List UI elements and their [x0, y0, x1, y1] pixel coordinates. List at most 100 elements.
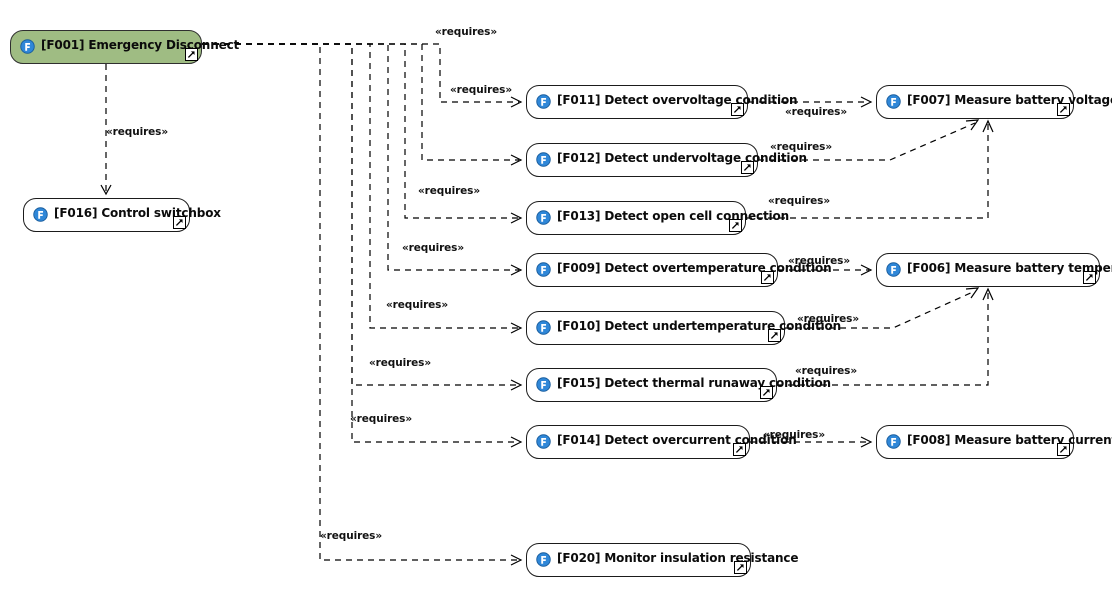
edge-line [777, 292, 989, 386]
function-f-icon [536, 376, 551, 392]
function-f-icon [886, 93, 901, 109]
function-f-icon [886, 433, 901, 449]
function-f-icon [536, 151, 551, 167]
edges-group: «requires»«requires»«requires»«requires»… [100, 26, 994, 566]
edge-arrowhead-icon [860, 96, 873, 108]
edge-arrowhead-icon [100, 184, 112, 196]
edge-f009-to-f006[interactable]: «requires» [778, 255, 873, 276]
edge-f001-to-f011[interactable]: «requires» [202, 26, 523, 108]
node-label: [F015] Detect thermal runaway condition [557, 376, 831, 390]
node-f006[interactable]: [F006] Measure battery temperature [876, 253, 1112, 287]
node-f020[interactable]: [F020] Monitor insulation resistance [526, 543, 799, 577]
edge-arrowhead-icon [965, 287, 980, 299]
edge-arrowhead-icon [510, 379, 523, 391]
edge-f013-to-f007[interactable]: «requires» [746, 119, 994, 219]
edge-f001-to-f014[interactable]: «requires» [202, 43, 523, 448]
function-f-icon [536, 93, 551, 109]
node-label: [F014] Detect overcurrent condition [557, 433, 797, 447]
edge-line [202, 43, 519, 443]
external-link-icon[interactable] [760, 386, 773, 399]
edge-stereotype-label: «requires» [788, 255, 850, 267]
edge-arrowhead-icon [860, 436, 873, 448]
edge-arrowhead-icon [510, 436, 523, 448]
node-label: [F008] Measure battery current [907, 433, 1112, 447]
function-f-icon [33, 206, 48, 222]
node-label: [F012] Detect undervoltage condition [557, 151, 807, 165]
function-f-icon [536, 209, 551, 225]
node-label: [F007] Measure battery voltage [907, 93, 1112, 107]
edge-arrowhead-icon [982, 119, 994, 133]
edge-f001-to-f020[interactable]: «requires» [202, 43, 523, 566]
edge-stereotype-label: «requires» [106, 126, 168, 138]
edge-stereotype-label: «requires» [785, 106, 847, 118]
function-f-icon [886, 261, 901, 277]
edge-line [202, 43, 519, 561]
external-link-icon[interactable] [173, 216, 186, 229]
node-label: [F011] Detect overvoltage condition [557, 93, 798, 107]
node-label: [F010] Detect undertemperature condition [557, 319, 842, 333]
external-link-icon[interactable] [734, 561, 747, 574]
external-link-icon[interactable] [185, 48, 198, 61]
node-label: [F016] Control switchbox [54, 206, 221, 220]
edge-arrowhead-icon [510, 212, 523, 224]
edge-arrowhead-icon [860, 264, 873, 276]
edge-f001-to-f010[interactable]: «requires» [202, 43, 523, 334]
edge-line [202, 43, 519, 329]
function-f-icon [536, 319, 551, 335]
external-link-icon[interactable] [1057, 443, 1070, 456]
edge-f012-to-f007[interactable]: «requires» [758, 119, 980, 161]
function-f-icon [20, 38, 35, 54]
node-f016[interactable]: [F016] Control switchbox [23, 198, 221, 232]
external-link-icon[interactable] [768, 329, 781, 342]
node-f008[interactable]: [F008] Measure battery current [876, 425, 1112, 459]
edge-f014-to-f008[interactable]: «requires» [750, 429, 873, 448]
edge-f015-to-f006[interactable]: «requires» [777, 287, 994, 386]
external-link-icon[interactable] [731, 103, 744, 116]
node-f001[interactable]: [F001] Emergency Disconnect [10, 30, 239, 64]
node-f013[interactable]: [F013] Detect open cell connection [526, 201, 789, 235]
external-link-icon[interactable] [729, 219, 742, 232]
edge-arrowhead-icon [510, 554, 523, 566]
edge-stereotype-label: «requires» [320, 530, 382, 542]
external-link-icon[interactable] [733, 443, 746, 456]
edge-arrowhead-icon [510, 96, 523, 108]
edge-line [785, 290, 976, 329]
node-f011[interactable]: [F011] Detect overvoltage condition [526, 85, 798, 119]
edge-f010-to-f006[interactable]: «requires» [785, 287, 980, 329]
edge-arrowhead-icon [965, 119, 980, 131]
node-label: [F006] Measure battery temperature [907, 261, 1112, 275]
external-link-icon[interactable] [1083, 271, 1096, 284]
function-f-icon [536, 433, 551, 449]
node-f015[interactable]: [F015] Detect thermal runaway condition [526, 368, 831, 402]
node-label: [F020] Monitor insulation resistance [557, 551, 799, 565]
edge-arrowhead-icon [982, 287, 994, 301]
edge-stereotype-label: «requires» [763, 429, 825, 441]
node-f007[interactable]: [F007] Measure battery voltage [876, 85, 1112, 119]
edge-line [202, 43, 519, 271]
function-f-icon [536, 551, 551, 567]
node-f010[interactable]: [F010] Detect undertemperature condition [526, 311, 841, 345]
function-f-icon [536, 261, 551, 277]
edge-arrowhead-icon [510, 264, 523, 276]
node-f012[interactable]: [F012] Detect undervoltage condition [526, 143, 807, 177]
edge-stereotype-label: «requires» [402, 242, 464, 254]
edge-f011-to-f007[interactable]: «requires» [748, 96, 873, 118]
external-link-icon[interactable] [741, 161, 754, 174]
edge-line [758, 122, 976, 161]
external-link-icon[interactable] [761, 271, 774, 284]
edge-stereotype-label: «requires» [797, 313, 859, 325]
edge-line [746, 124, 989, 219]
edge-arrowhead-icon [510, 322, 523, 334]
node-label: [F013] Detect open cell connection [557, 209, 789, 223]
node-f009[interactable]: [F009] Detect overtemperature condition [526, 253, 832, 287]
edge-stereotype-label: «requires» [369, 357, 431, 369]
edge-f001-to-f012[interactable]: «requires» [202, 43, 523, 166]
edge-line [202, 43, 519, 161]
node-f014[interactable]: [F014] Detect overcurrent condition [526, 425, 797, 459]
edge-f001-to-f013[interactable]: «requires» [202, 43, 523, 224]
edge-stereotype-label: «requires» [350, 413, 412, 425]
edge-f001-to-f016[interactable]: «requires» [100, 64, 168, 196]
external-link-icon[interactable] [1057, 103, 1070, 116]
